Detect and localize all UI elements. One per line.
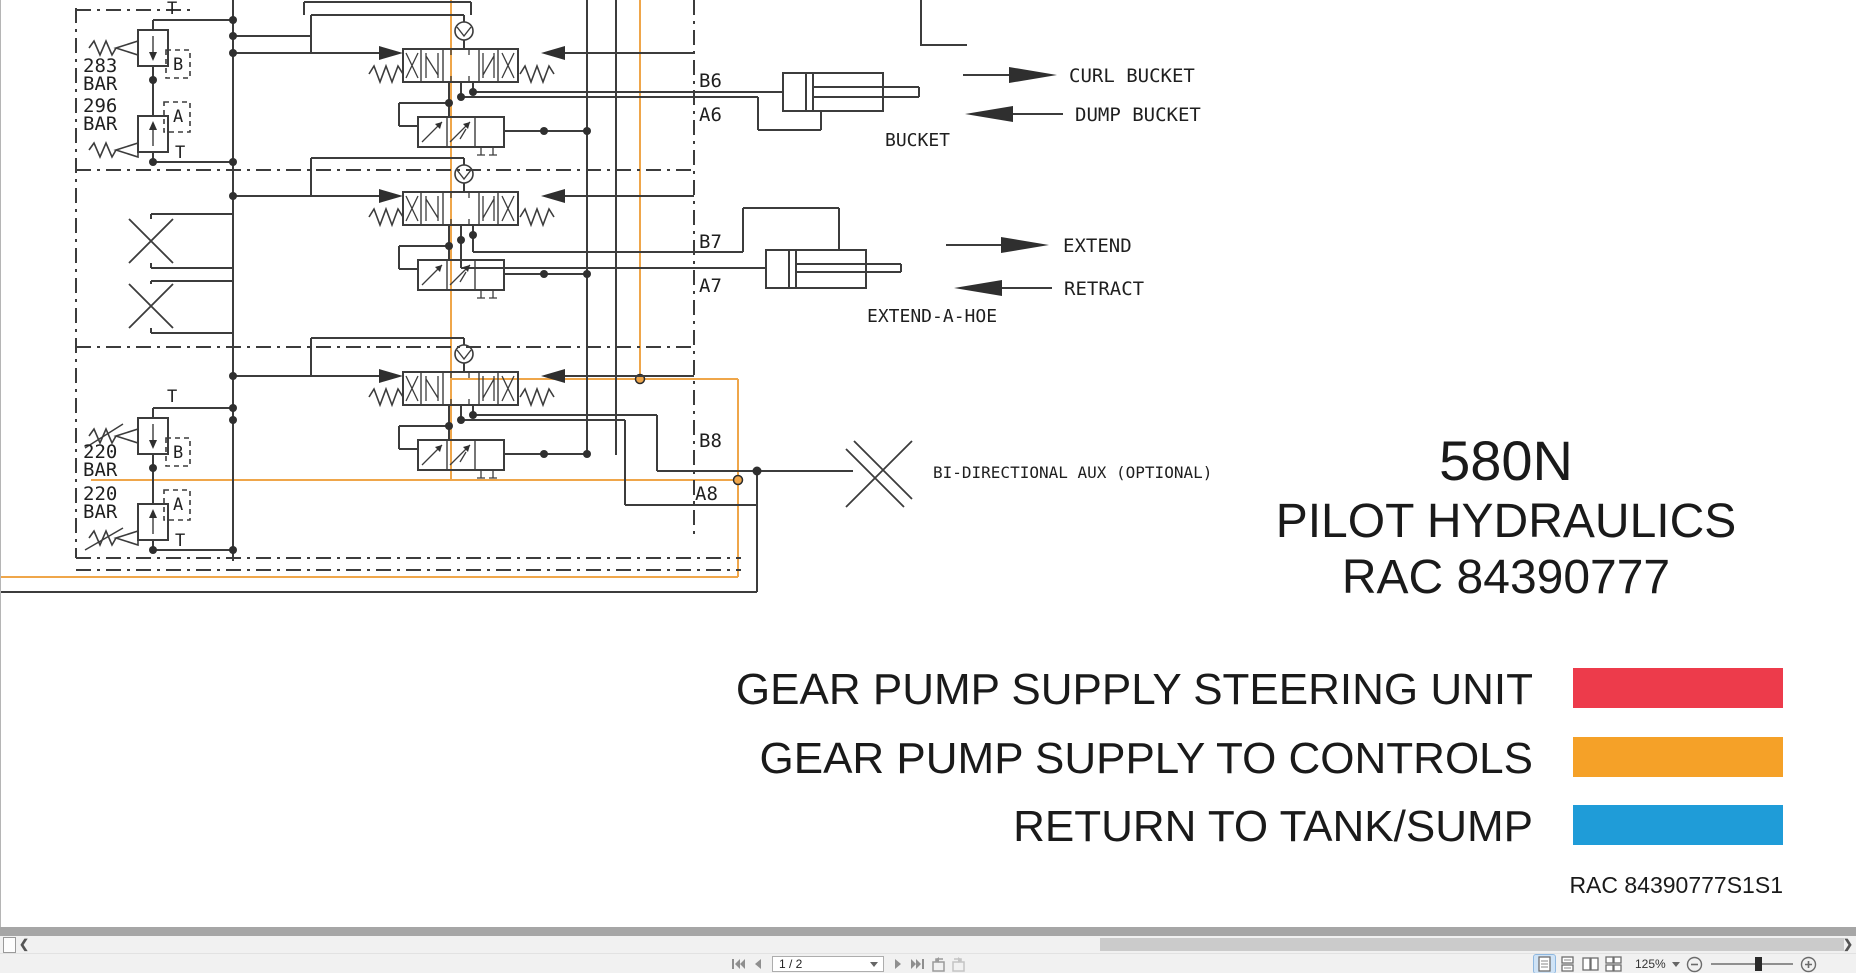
previous-view-icon (931, 956, 945, 972)
pilot-line-junctions (634, 373, 744, 486)
work-port-label-s1-b: B (173, 55, 183, 75)
title-block: 580N PILOT HYDRAULICS RAC 84390777 (1276, 429, 1737, 604)
next-view-button[interactable] (948, 955, 968, 973)
pdf-page: T B 283 BAR 296 BAR A T B6 A6 B7 A7 B8 A… (0, 0, 1783, 927)
filled-symbols (149, 16, 1057, 554)
tank-label-s3-bottom: T (175, 531, 185, 551)
annotation-retract: RETRACT (1064, 278, 1144, 300)
port-label-b6: B6 (699, 70, 722, 92)
work-port-label-s1-a: A (173, 107, 183, 127)
svg-text:BAR: BAR (83, 113, 118, 135)
schematic-lines (1, 0, 1063, 593)
annotation-extend-a-hoe: EXTEND-A-HOE (867, 306, 997, 327)
two-page-view-button[interactable] (1580, 955, 1601, 973)
page-number-input[interactable]: 1 / 2 (772, 956, 884, 972)
svg-text:BAR: BAR (83, 73, 118, 95)
scroll-right-arrow-icon[interactable]: ❯ (1842, 937, 1854, 951)
ann otation-extend: EXTEND (1063, 235, 1132, 257)
tank-label-s1-top: T (167, 0, 177, 19)
work-port-label-s3-b: B (173, 443, 183, 463)
tank-label-s1-bottom: T (175, 143, 185, 163)
annotation-bidirectional-aux: BI-DIRECTIONAL AUX (OPTIONAL) (933, 463, 1212, 482)
relief-pressure-s1-a: 296 (83, 95, 117, 117)
color-legend: GEAR PUMP SUPPLY STEERING UNIT GEAR PUMP… (736, 665, 1783, 851)
next-view-icon (951, 956, 965, 972)
two-page-view-icon (1582, 957, 1599, 971)
work-port-label-s3-a: A (173, 495, 183, 515)
zoom-slider-thumb[interactable] (1754, 957, 1762, 971)
port-label-a6: A6 (699, 104, 722, 126)
drawing-code: RAC 84390777S1S1 (1569, 872, 1783, 898)
zoom-out-button[interactable] (1685, 955, 1705, 973)
zoom-dropdown-caret-icon[interactable] (1671, 961, 1680, 967)
zoom-slider[interactable] (1710, 957, 1793, 971)
relief-pressure-s3-a: 220 (83, 483, 117, 505)
single-page-view-button[interactable] (1533, 954, 1556, 973)
title-model: 580N (1439, 429, 1573, 492)
continuous-view-button[interactable] (1557, 955, 1578, 973)
viewer-toolbar: 1 / 2 (0, 953, 1856, 973)
scroll-left-arrow-icon[interactable]: ❮ (18, 937, 30, 951)
legend-label-steering: GEAR PUMP SUPPLY STEERING UNIT (736, 665, 1533, 714)
hydraulic-schematic: T B 283 BAR 296 BAR A T B6 A6 B7 A7 B8 A… (1, 0, 1783, 898)
legend-swatch-steering (1573, 668, 1783, 708)
zoom-in-icon (1801, 956, 1817, 972)
port-label-a7: A7 (699, 275, 722, 297)
previous-page-button[interactable] (748, 955, 768, 973)
two-page-continuous-view-icon (1605, 956, 1622, 972)
port-label-b7: B7 (699, 231, 722, 253)
zoom-in-button[interactable] (1799, 955, 1819, 973)
page-indicator: 1 / 2 (779, 957, 803, 971)
previous-view-button[interactable] (928, 955, 948, 973)
title-subtitle: PILOT HYDRAULICS (1276, 495, 1737, 548)
last-page-icon (911, 959, 924, 969)
legend-label-return: RETURN TO TANK/SUMP (1013, 802, 1533, 851)
continuous-view-icon (1561, 956, 1574, 972)
zoom-level-value[interactable]: 125% (1635, 957, 1666, 971)
legend-swatch-return (1573, 805, 1783, 845)
first-page-icon (732, 959, 745, 969)
annotation-dump-bucket: DUMP BUCKET (1075, 104, 1201, 126)
last-page-button[interactable] (908, 955, 928, 973)
relief-pressure-s1-b: 283 (83, 55, 117, 77)
scrollbar-thumb[interactable] (1100, 938, 1844, 951)
next-page-button[interactable] (888, 955, 908, 973)
legend-label-controls: GEAR PUMP SUPPLY TO CONTROLS (760, 734, 1533, 783)
port-label-b8: B8 (699, 430, 722, 452)
annotation-curl-bucket: CURL BUCKET (1069, 65, 1195, 87)
schematic-labels: T B 283 BAR 296 BAR A T B6 A6 B7 A7 B8 A… (83, 0, 1212, 551)
legend-swatch-controls (1573, 737, 1783, 777)
relief-pressure-s3-b: 220 (83, 441, 117, 463)
port-label-a8: A8 (695, 483, 718, 505)
page-bottom-shadow (0, 927, 1856, 936)
two-page-continuous-view-button[interactable] (1603, 955, 1624, 973)
page-dropdown-caret-icon[interactable] (870, 961, 878, 967)
horizontal-scrollbar[interactable]: ❮ ❯ (0, 936, 1856, 953)
previous-page-icon (755, 959, 761, 969)
single-page-view-icon (1538, 956, 1551, 972)
first-page-button[interactable] (728, 955, 748, 973)
title-part-number: RAC 84390777 (1342, 551, 1670, 604)
annotation-bucket: BUCKET (885, 130, 950, 151)
next-page-icon (895, 959, 901, 969)
svg-text:BAR: BAR (83, 501, 118, 523)
svg-text:BAR: BAR (83, 459, 118, 481)
tank-label-s3-top: T (167, 387, 177, 407)
scrollbar-corner-handle[interactable] (3, 937, 16, 953)
zoom-out-icon (1687, 956, 1703, 972)
